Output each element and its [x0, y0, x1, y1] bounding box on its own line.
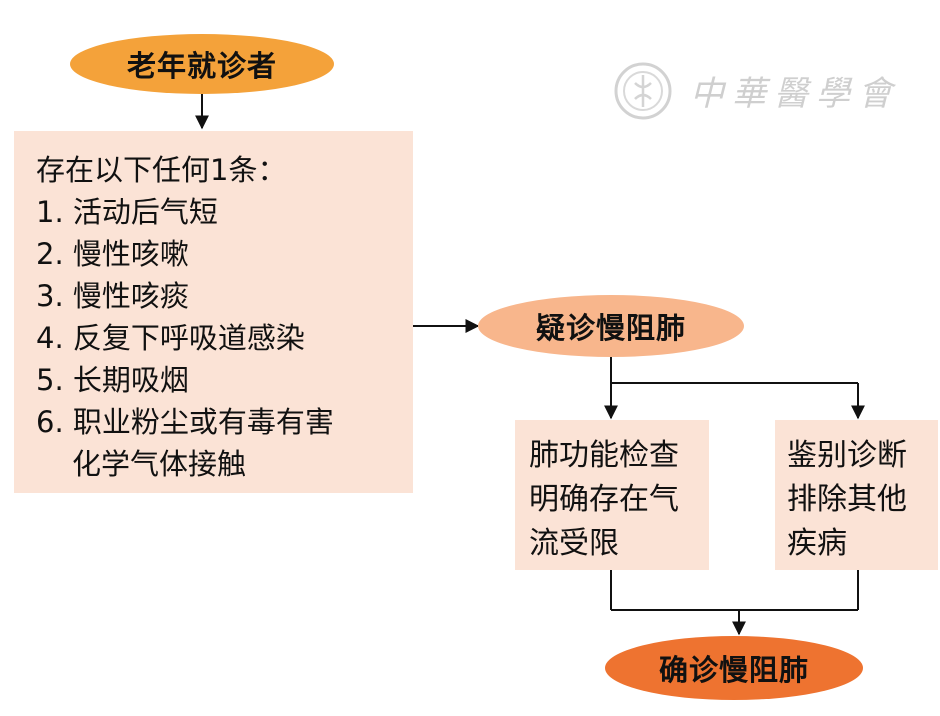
criteria-item: 6. 职业粉尘或有毒有害: [36, 405, 334, 439]
start-node: 老年就诊者: [70, 34, 334, 94]
criteria-item: 4. 反复下呼吸道感染: [36, 321, 305, 355]
criteria-item: 2. 慢性咳嗽: [36, 237, 189, 271]
suspected-node: 疑诊慢阻肺: [478, 295, 744, 357]
suspected-node-label: 疑诊慢阻肺: [535, 311, 686, 345]
differential-diagnosis-line: 疾病: [787, 526, 847, 561]
criteria-item: 3. 慢性咳痰: [36, 279, 189, 313]
differential-diagnosis-box: 鉴别诊断 排除其他 疾病: [775, 420, 938, 570]
differential-diagnosis-line: 鉴别诊断: [787, 438, 907, 473]
confirmed-node-label: 确诊慢阻肺: [658, 653, 809, 687]
confirmed-node: 确诊慢阻肺: [605, 636, 863, 700]
chinese-medical-association-seal-icon: [614, 62, 672, 120]
start-node-label: 老年就诊者: [126, 49, 277, 83]
lung-function-line: 流受限: [529, 526, 619, 561]
criteria-item: 1. 活动后气短: [36, 195, 218, 229]
watermark-text: 中華醫學會: [690, 74, 900, 114]
criteria-heading: 存在以下任何1条：: [36, 153, 287, 187]
lung-function-line: 肺功能检查: [529, 438, 679, 473]
criteria-item-continuation: 化学气体接触: [72, 447, 247, 481]
criteria-item: 5. 长期吸烟: [36, 363, 189, 397]
differential-diagnosis-line: 排除其他: [787, 482, 907, 517]
criteria-box: 存在以下任何1条： 1. 活动后气短 2. 慢性咳嗽 3. 慢性咳痰 4. 反复…: [14, 131, 413, 493]
lung-function-line: 明确存在气: [529, 482, 679, 517]
lung-function-test-box: 肺功能检查 明确存在气 流受限: [515, 420, 709, 570]
